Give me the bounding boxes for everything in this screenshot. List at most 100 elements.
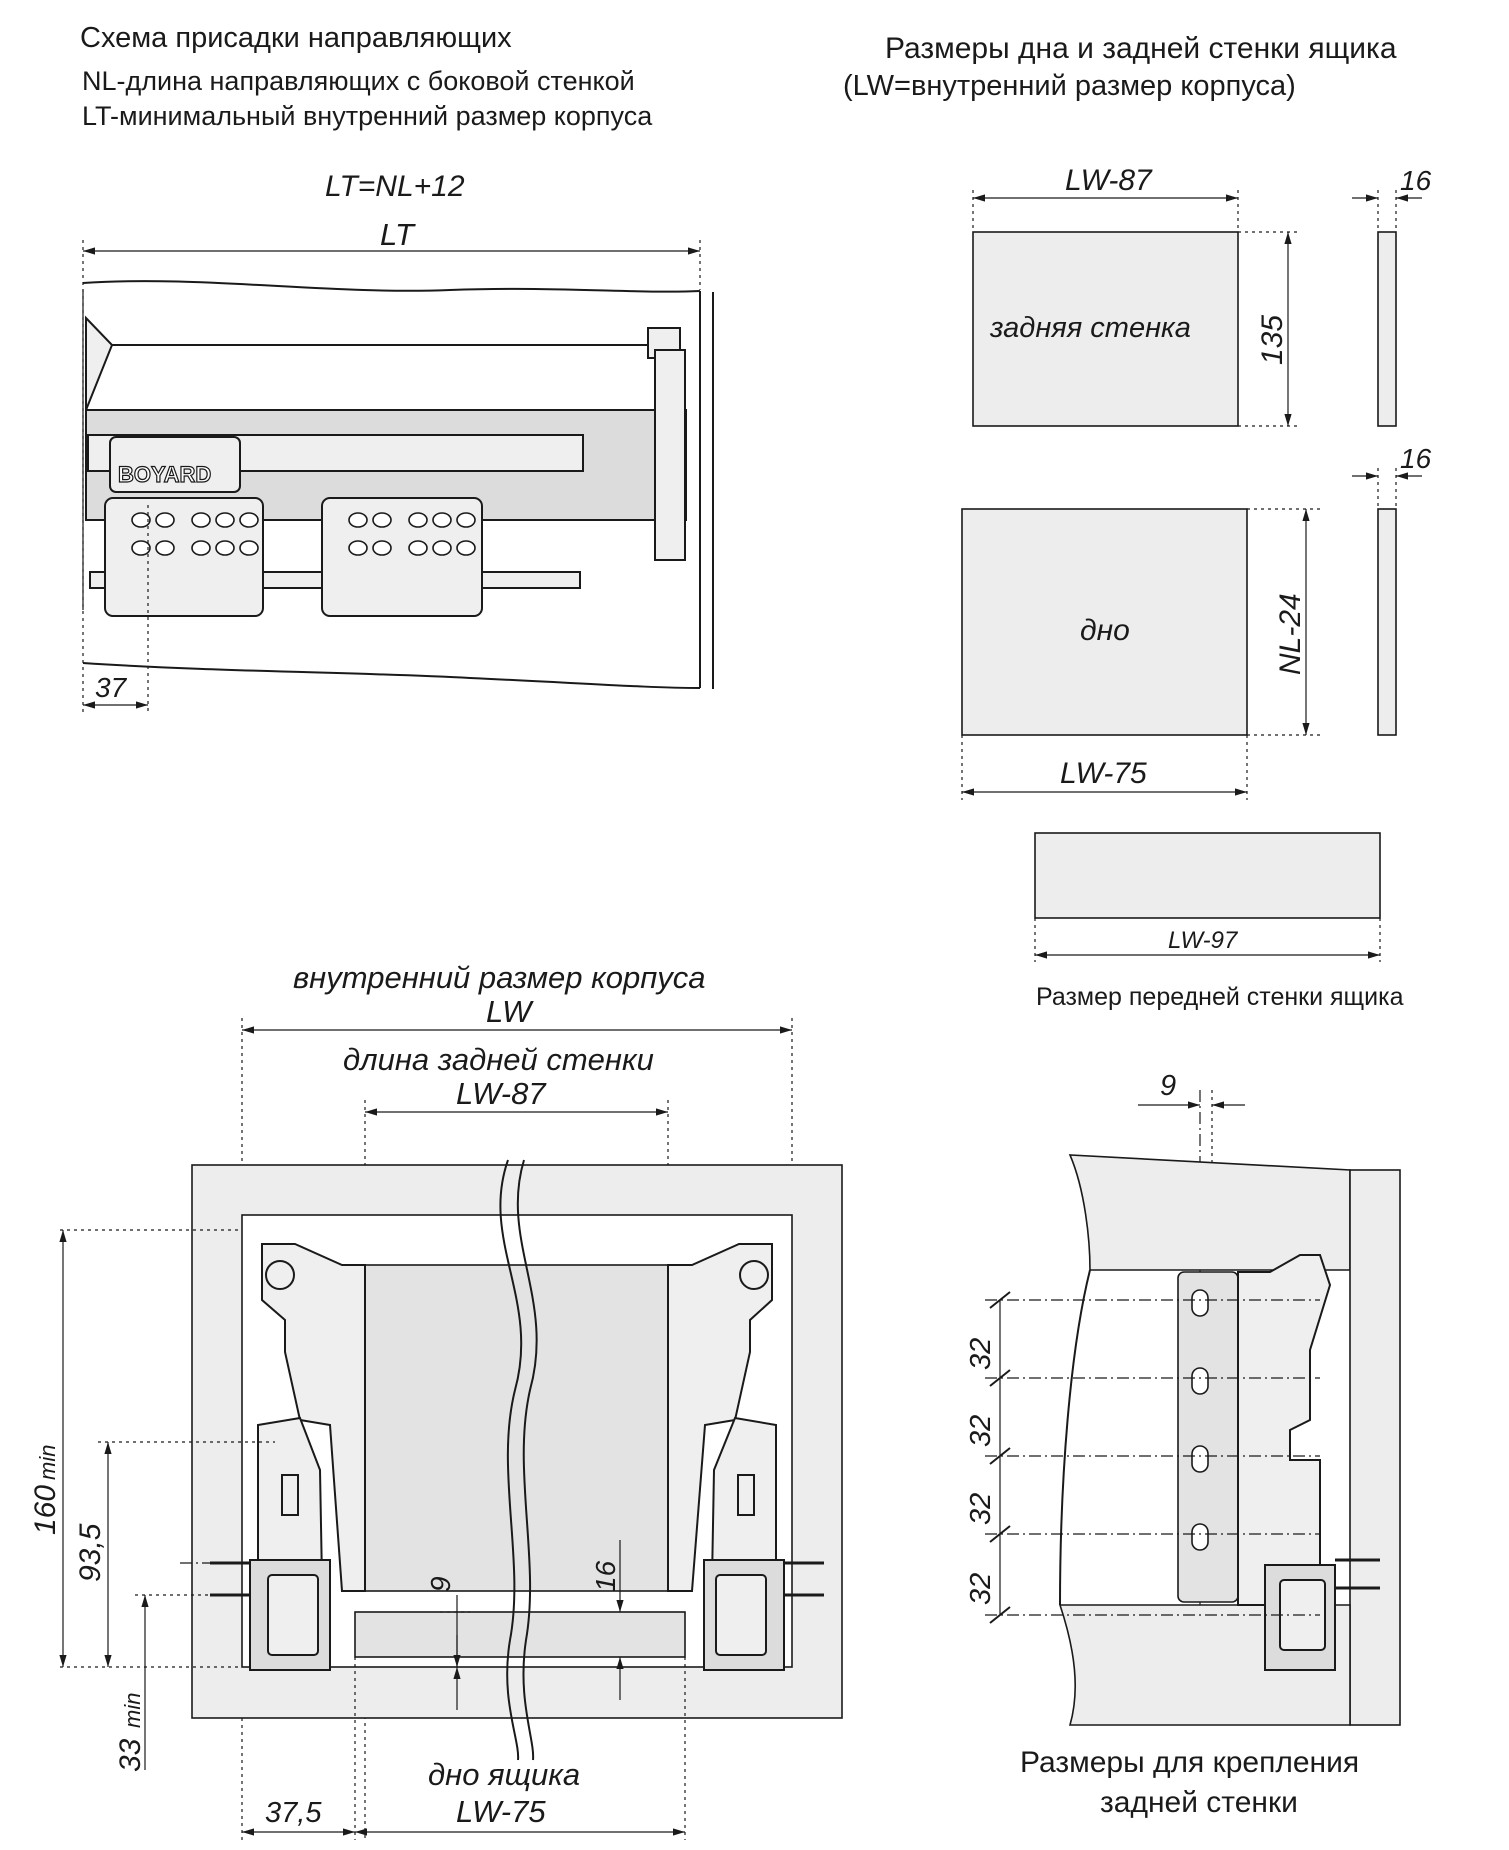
lt-label: LT (380, 217, 416, 252)
mount-screws (1335, 1558, 1380, 1590)
d16-label: 16 (590, 1560, 621, 1592)
mount-holes (1191, 1289, 1209, 1551)
front-wall-view: LW-97 Размер передней стенки ящика (1034, 832, 1404, 1011)
plate-hole (215, 540, 235, 556)
bottom-panel-view: дно NL-24 LW-75 16 (961, 443, 1432, 800)
right-header: Размеры дна и задней стенки ящика (LW=вн… (843, 32, 1397, 102)
pitch-label-2: 32 (965, 1415, 997, 1447)
front-wall-caption: Размер передней стенки ящика (1036, 983, 1404, 1011)
pitch-label-1: 32 (965, 1338, 997, 1370)
left-runner-clip (267, 1574, 319, 1656)
mounting-plate-rear (104, 497, 264, 617)
inner-size-caption: внутренний размер корпуса (293, 960, 706, 995)
brand-plate (109, 436, 241, 493)
front-view: внутренний размер корпуса LW длина задне… (29, 960, 843, 1840)
back-wall-height-label: 135 (1256, 315, 1289, 365)
plate-holes (131, 512, 476, 556)
inner-size-label: LW (486, 994, 534, 1029)
left-header: Схема присадки направляющих NL-длина нап… (80, 22, 653, 131)
mount-cabinet-top (1068, 1154, 1351, 1271)
bottom-thickness-label: 16 (1400, 443, 1432, 474)
mount-view: 9 32 32 32 32 Размеры для крепления задн… (965, 1070, 1401, 1819)
offset-37-label: 37 (95, 672, 128, 703)
plate-hole (432, 540, 452, 556)
plate-hole (155, 512, 175, 528)
left-header-line1: NL-длина направляющих с боковой стенкой (82, 66, 635, 96)
plate-hole (456, 512, 476, 528)
left-screws (180, 1561, 250, 1597)
mount-slot (1191, 1523, 1209, 1551)
plate-hole (131, 540, 151, 556)
plate-hole (372, 540, 392, 556)
back-length-caption: длина задней стенки (343, 1042, 654, 1077)
front-fixing (654, 349, 686, 561)
cabinet-top-edge (82, 280, 701, 293)
left-rear-bracket (261, 1243, 366, 1592)
left-bracket-hole (265, 1260, 295, 1290)
cabinet-bottom-edge (82, 662, 701, 689)
plate-hole (215, 512, 235, 528)
bottom-panel-label: дно (1080, 614, 1130, 647)
back-wall-thickness-view (1377, 231, 1397, 427)
bottom-panel (961, 508, 1248, 736)
plate-hole (456, 540, 476, 556)
front-wall-panel (1034, 832, 1381, 919)
mount-bracket (1237, 1254, 1332, 1606)
back-wall-panel (972, 231, 1239, 427)
mount-back-wall-end (1177, 1271, 1239, 1603)
right-header-line1: (LW=внутренний размер корпуса) (843, 70, 1296, 102)
plate-hole (239, 540, 259, 556)
h93-label: 93,5 (74, 1523, 107, 1582)
back-wall-label: задняя стенка (989, 312, 1191, 344)
pitch-label-3: 32 (965, 1493, 997, 1525)
back-wall-width-label: LW-87 (1065, 164, 1153, 197)
brand-logo: BOYARD (118, 462, 211, 487)
formula-lt-nl: LT=NL+12 (325, 170, 465, 203)
plate-hole (408, 512, 428, 528)
back-wall-thickness-label: 16 (1400, 165, 1432, 196)
right-screws (784, 1561, 824, 1597)
side-offset-label: 37,5 (265, 1797, 322, 1829)
plate-hole (239, 512, 259, 528)
plate-hole (191, 512, 211, 528)
h160-label: 160 (29, 1485, 62, 1535)
plate-hole (155, 540, 175, 556)
h33-sub: min (120, 1693, 145, 1728)
plate-hole (191, 540, 211, 556)
drawer-back-wall (364, 1264, 669, 1592)
right-runner-clip (715, 1574, 767, 1656)
left-runner-slot (281, 1474, 299, 1516)
plate-hole (372, 512, 392, 528)
drawer-bottom-panel (354, 1611, 686, 1658)
plate-hole (348, 540, 368, 556)
break-line-2 (516, 1159, 538, 1761)
h33-label: 33 (114, 1738, 147, 1772)
d9-label: 9 (425, 1576, 456, 1592)
rail-rear-bracket (85, 315, 114, 411)
bottom-depth-label: NL-24 (1274, 593, 1307, 675)
mount-caption-line1: Размеры для крепления (1020, 1746, 1359, 1779)
bottom-label: LW-75 (456, 1794, 546, 1829)
right-runner-slot (737, 1474, 755, 1516)
back-length-label: LW-87 (456, 1076, 547, 1111)
left-header-title: Схема присадки направляющих (80, 22, 512, 54)
mount-slot (1191, 1367, 1209, 1395)
mount-caption-line2: задней стенки (1100, 1786, 1298, 1819)
h160-sub: min (35, 1445, 60, 1480)
side-view: LT=NL+12 LT BOYARD 37 (82, 170, 714, 715)
back-wall-view: LW-87 задняя стенка 135 16 (972, 164, 1432, 427)
plate-hole (131, 512, 151, 528)
pitch-label-4: 32 (965, 1573, 997, 1605)
left-header-line2: LT-минимальный внутренний размер корпуса (82, 101, 653, 131)
right-header-title: Размеры дна и задней стенки ящика (885, 32, 1397, 65)
mount-slot (1191, 1289, 1209, 1317)
right-rear-bracket (667, 1243, 773, 1592)
mount-slot (1191, 1445, 1209, 1473)
mount-cabinet-side (1349, 1169, 1401, 1726)
mount-break-line (1059, 1269, 1091, 1606)
plate-hole (348, 512, 368, 528)
plate-hole (432, 512, 452, 528)
mount-offset-label: 9 (1160, 1070, 1176, 1102)
bottom-caption: дно ящика (428, 1757, 580, 1792)
